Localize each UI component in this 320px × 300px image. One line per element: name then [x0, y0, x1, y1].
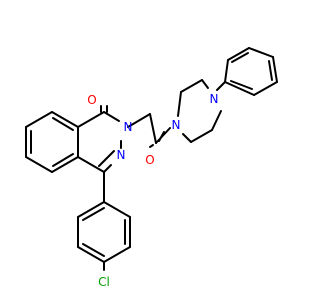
bond — [127, 113, 151, 128]
bond — [224, 81, 255, 96]
bond — [149, 144, 154, 148]
background — [0, 0, 300, 300]
bond — [82, 243, 105, 257]
bond — [77, 156, 105, 173]
bond — [103, 201, 131, 218]
atom-label-oxygen-2: O — [145, 153, 154, 167]
bond — [230, 80, 253, 90]
bond — [224, 59, 229, 83]
atom-label-nitrogen-4: N — [172, 118, 181, 132]
bond — [52, 117, 74, 131]
bond — [149, 113, 157, 144]
bond — [216, 81, 226, 91]
atom-label-oxygen-1: O — [87, 93, 96, 107]
bond — [177, 91, 182, 117]
bond — [103, 111, 120, 122]
bond — [103, 164, 112, 173]
bond — [211, 110, 222, 131]
bond — [190, 129, 213, 143]
bond — [201, 79, 209, 89]
bond — [272, 56, 278, 83]
bond — [25, 111, 53, 128]
bond — [52, 153, 74, 167]
bonds — [25, 47, 278, 271]
bond — [51, 156, 79, 173]
bond — [182, 133, 192, 143]
bond — [98, 150, 115, 167]
bond — [77, 111, 105, 128]
bond — [253, 81, 278, 96]
bond — [248, 47, 274, 58]
atom-label-nitrogen-5: N — [210, 92, 219, 106]
bond — [25, 156, 53, 173]
bond — [227, 47, 250, 61]
bond — [77, 201, 105, 218]
bond — [268, 60, 273, 81]
atom-label-chlorine: Cl — [98, 275, 110, 289]
atom-label-nitrogen-3: N — [117, 148, 126, 162]
bond — [155, 127, 171, 144]
molecule-structure: O N N O N N Cl — [0, 0, 300, 300]
bond — [51, 111, 79, 128]
atom-labels: O N N O N N Cl — [87, 92, 218, 289]
bond — [82, 207, 105, 221]
bond — [77, 246, 105, 263]
bond — [180, 79, 203, 93]
bond — [103, 246, 131, 263]
atom-label-nitrogen-2: N — [124, 120, 133, 134]
bond — [231, 52, 249, 63]
